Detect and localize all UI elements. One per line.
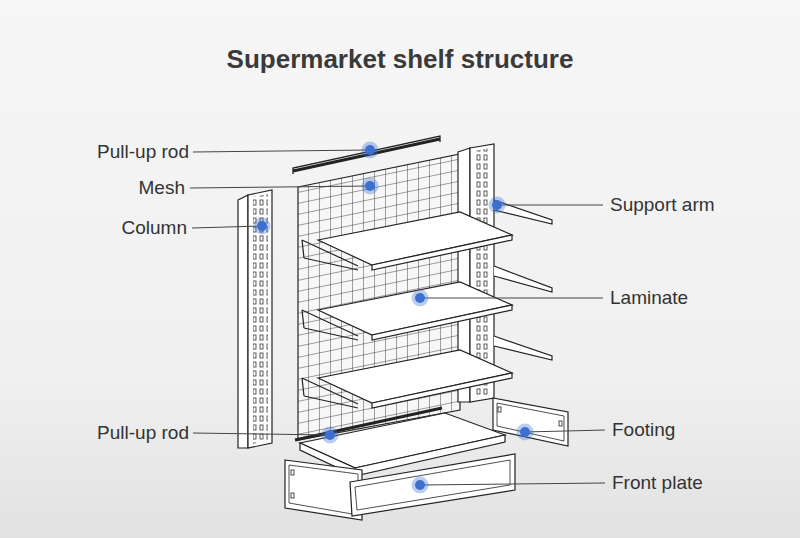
dot-halo [412, 477, 429, 494]
part-label: Column [122, 217, 187, 239]
diagram-title: Supermarket shelf structure [0, 44, 800, 75]
part-label: Mesh [139, 177, 185, 199]
rod-hook [293, 136, 440, 174]
footing-rim [497, 403, 564, 441]
part-label: Front plate [612, 472, 703, 494]
footing [493, 398, 568, 446]
leader-line [193, 150, 370, 152]
laminate-edge [372, 305, 512, 340]
footing-hole [559, 421, 562, 426]
leader-line [525, 430, 605, 432]
pull-up-rod [293, 139, 440, 171]
footing-hole [498, 407, 501, 412]
part-label: Laminate [610, 287, 688, 309]
leader-line [192, 226, 262, 228]
leader-lines [190, 150, 605, 485]
footing-hole [291, 470, 294, 475]
callout-dot [415, 480, 425, 490]
dot-halo [412, 290, 429, 307]
column-side [238, 195, 248, 448]
callout-dot [257, 221, 267, 231]
callout-dots [254, 142, 534, 494]
laminate-edge [372, 235, 512, 270]
part-label: Pull-up rod [97, 141, 189, 163]
footing-rim [289, 465, 358, 515]
callout-dot [325, 430, 335, 440]
callout-dot [415, 293, 425, 303]
callout-dot [365, 145, 375, 155]
callout-dot [365, 181, 375, 191]
shelf [302, 212, 512, 270]
callout-dot [492, 200, 502, 210]
dot-halo [489, 197, 506, 214]
shelf [302, 350, 512, 408]
support-arm [494, 336, 552, 360]
callout-dot [520, 427, 530, 437]
column-front [248, 190, 272, 448]
leader-line [193, 433, 330, 435]
dot-halo [254, 218, 271, 235]
leader-line [497, 205, 603, 206]
laminate-edge [372, 373, 512, 408]
dot-halo [322, 427, 339, 444]
dot-halo [362, 178, 379, 195]
part-label: Footing [612, 419, 675, 441]
dot-halo [362, 142, 379, 159]
leader-line [190, 186, 370, 188]
part-label: Support arm [610, 194, 715, 216]
footing-hole [291, 493, 294, 498]
leader-line [420, 483, 605, 485]
shelf [302, 282, 512, 340]
dot-halo [517, 424, 534, 441]
support-arm [494, 266, 552, 292]
part-label: Pull-up rod [97, 422, 189, 444]
leader-line [420, 298, 603, 299]
